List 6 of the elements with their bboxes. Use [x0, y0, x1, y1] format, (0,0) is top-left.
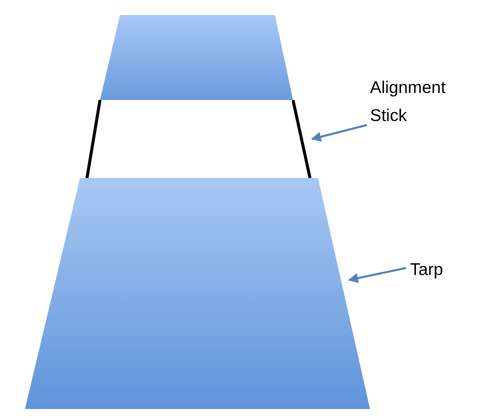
tarp-trapezoid: [25, 178, 370, 409]
leader-arrow: [348, 267, 406, 284]
leader-arrow: [311, 124, 368, 142]
callout-label: Tarp: [410, 259, 444, 281]
callout-label: Alignment Stick: [370, 77, 447, 127]
alignment-stick: [292, 100, 312, 178]
